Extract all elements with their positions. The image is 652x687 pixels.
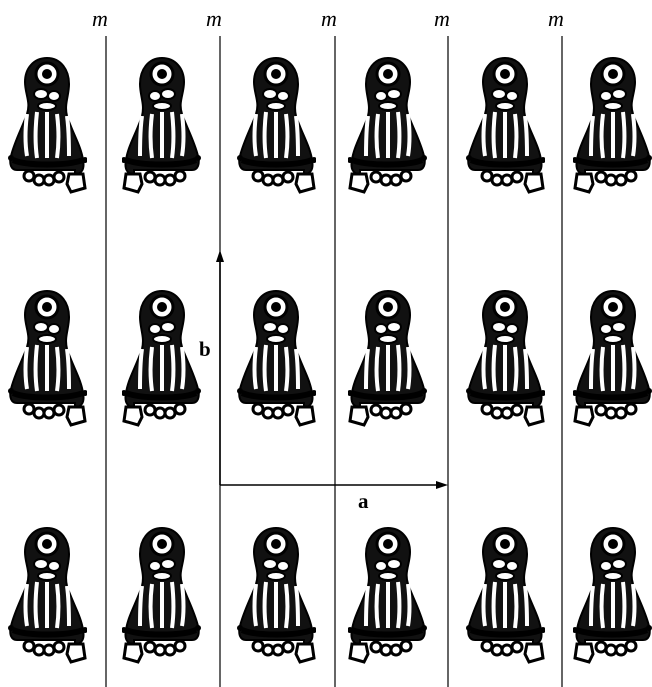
mirror-label-2: m xyxy=(206,6,222,31)
foot-skeleton-icon xyxy=(121,291,201,425)
motif-grid xyxy=(8,58,652,662)
foot-skeleton-icon xyxy=(121,58,201,192)
vector-a-arrowhead xyxy=(436,481,448,489)
mirror-label-5: m xyxy=(548,6,564,31)
foot-skeleton-icon xyxy=(347,291,427,425)
foot-skeleton-icon xyxy=(237,58,317,192)
axis-b-label: b xyxy=(199,337,211,361)
foot-skeleton-icon xyxy=(572,58,652,192)
mirror-label-4: m xyxy=(434,6,450,31)
foot-skeleton-icon xyxy=(237,528,317,662)
mirror-label-1: m xyxy=(92,6,108,31)
vector-b-arrowhead xyxy=(216,250,224,262)
foot-skeleton-icon xyxy=(572,291,652,425)
foot-skeleton-icon xyxy=(237,291,317,425)
foot-skeleton-icon xyxy=(121,528,201,662)
axis-a-label: a xyxy=(358,489,369,513)
foot-skeleton-icon xyxy=(347,528,427,662)
foot-skeleton-icon xyxy=(8,528,88,662)
foot-skeleton-icon xyxy=(347,58,427,192)
foot-skeleton-icon xyxy=(8,291,88,425)
foot-skeleton-icon xyxy=(466,291,546,425)
foot-skeleton-icon xyxy=(466,528,546,662)
foot-skeleton-icon xyxy=(572,528,652,662)
mirror-label-3: m xyxy=(321,6,337,31)
foot-skeleton-icon xyxy=(8,58,88,192)
foot-skeleton-icon xyxy=(466,58,546,192)
